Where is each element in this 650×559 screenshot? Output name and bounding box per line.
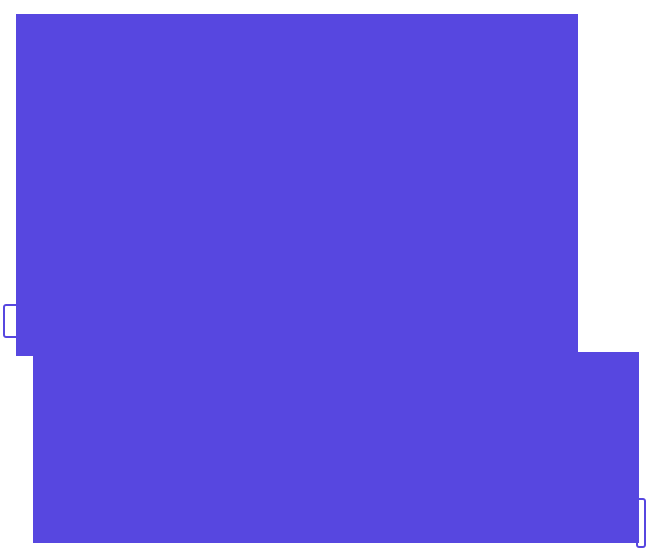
lower-panel xyxy=(33,352,639,543)
upper-panel xyxy=(16,14,578,356)
